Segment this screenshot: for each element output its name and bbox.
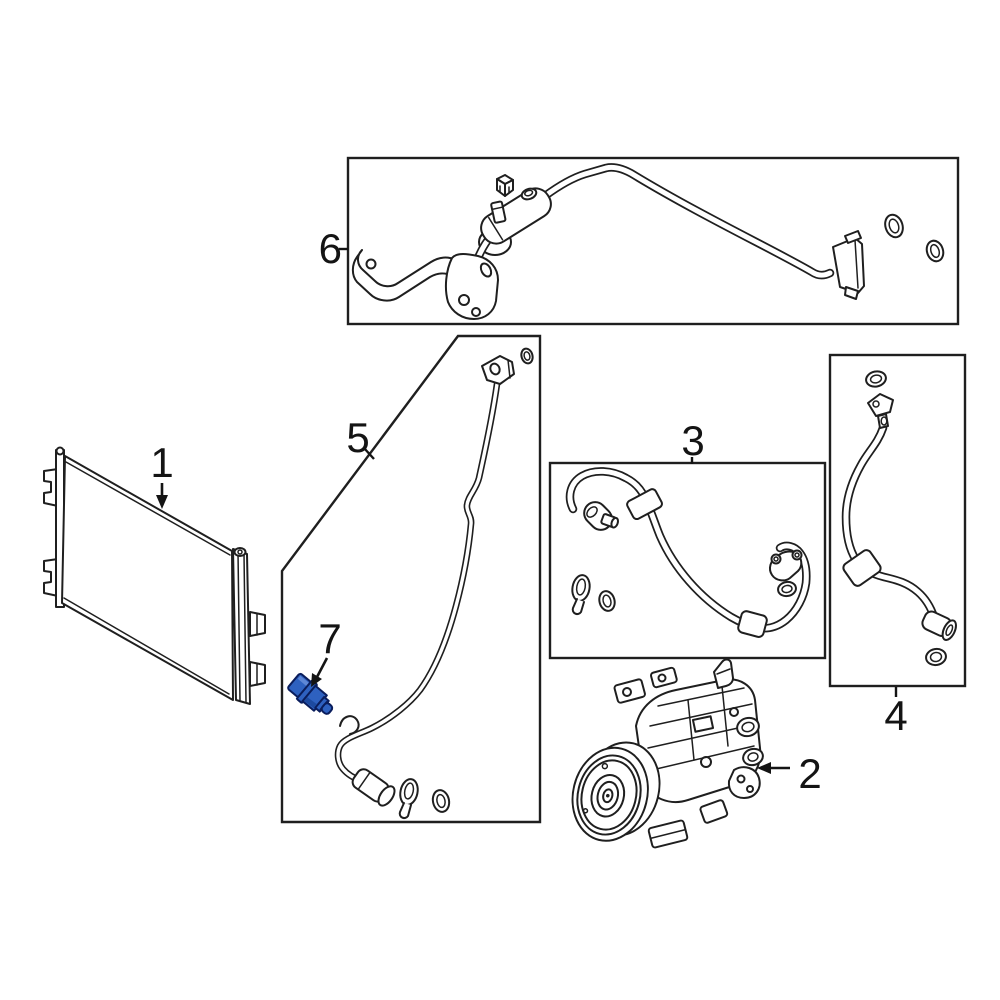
compressor-port [742,747,764,767]
tube-inner [336,382,499,783]
callout-2: 2 [757,750,822,797]
callout-7-label: 7 [318,615,341,662]
tube-top-fitting [481,355,515,385]
compressor-ear [727,766,761,799]
compressor-plate [691,715,715,733]
hose-end-fitting [832,230,865,300]
compressor-boss [700,756,712,768]
callout-1-arrowhead [156,495,168,509]
condenser-fin-line-top [65,461,231,556]
hose-3-drawing [565,467,811,638]
hose-3-ferrule-2 [737,610,768,638]
compressor-boss [729,707,739,717]
tube-clip [339,715,360,735]
callout-6-label: 6 [319,225,342,272]
compressor-foot [699,799,729,824]
callout-5-label: 5 [346,414,369,461]
hose-muffler [480,187,552,245]
hose-4-ferrule [842,549,882,587]
condenser-fin-line-bottom [63,597,230,695]
o-ring [431,789,451,813]
hose-3-ferrule-1 [626,488,663,521]
callout-3-label: 3 [681,417,704,464]
condenser-tank-line-1 [237,551,241,702]
hose-4-end-fitting [921,610,957,641]
pressure-sensor-part [287,672,334,715]
tube-assembly-drawing [287,347,534,820]
suction-hose-drawing [351,163,945,320]
compressor-port-hole [741,721,755,733]
condenser-rail-pin [55,446,65,456]
part-box-6 [346,156,960,326]
condenser-left-tab-top [43,468,59,507]
o-ring [598,590,616,612]
o-ring [884,213,904,239]
condenser-left-tab-bottom [43,558,59,597]
compressor-port-neck [713,658,734,689]
gasket-teardrop [398,778,419,820]
gasket-teardrop [571,574,591,616]
compressor-neck-line [716,668,731,675]
compressor-body [635,678,762,803]
bracket-hole [365,258,377,270]
hose-4-top-fitting [867,393,894,429]
compressor-ear-hole [736,774,746,784]
callouts: 1 2 3 4 5 6 7 [150,225,907,797]
o-ring [777,580,797,598]
compressor-bracket-hole [622,687,632,697]
compressor-ear-hole [746,785,754,793]
tube-end-fitting [351,768,396,807]
compressor-pulley [571,741,661,842]
condenser-drawing [43,446,266,705]
condenser-core [61,455,234,701]
valve-cap [496,174,514,197]
callout-4-label: 4 [884,692,907,739]
compressor-rib [657,687,745,707]
hose-4-drawing [841,370,957,667]
condenser-tank-port-hole [237,549,243,555]
condenser-tank-line-2 [243,553,247,703]
valve-stem-line [491,206,504,211]
callout-1-label: 1 [150,439,173,486]
callout-7-arrowhead [311,673,322,687]
hose-3-right-fitting [769,549,803,582]
o-ring [520,347,534,365]
part-box-5 [280,334,542,824]
compressor-port-hole [747,752,759,762]
manifold-hole-2 [471,307,481,317]
muffler-seam [488,216,504,241]
compressor-rib [687,699,695,761]
callout-1: 1 [150,439,174,509]
manifold-slot [479,262,493,278]
o-ring [865,370,887,388]
callout-5-leader [363,447,375,460]
compressor-bracket-hole [657,673,667,683]
callout-7-leader [315,657,329,678]
compressor-drawing [571,658,764,849]
callout-2-label: 2 [798,750,821,797]
part-box-3 [548,461,827,660]
manifold-hole-1 [458,294,470,306]
compressor-port [736,716,760,738]
callout-3: 3 [681,417,705,464]
callout-4: 4 [884,687,908,739]
hose-3-inner [567,468,809,631]
callout-5: 5 [346,414,375,461]
box-5-frame [280,334,542,824]
valve-cap-oval [520,187,538,201]
condenser-tank-port [233,547,247,557]
part-box-4 [828,353,967,688]
callout-2-arrowhead [757,762,771,774]
condenser-side-tank [232,548,251,705]
o-ring [925,647,947,667]
callout-7: 7 [311,615,342,687]
hose-3-left-fitting [583,501,619,531]
o-ring [925,239,945,263]
compressor-rib [721,685,729,747]
callout-6: 6 [319,225,348,272]
